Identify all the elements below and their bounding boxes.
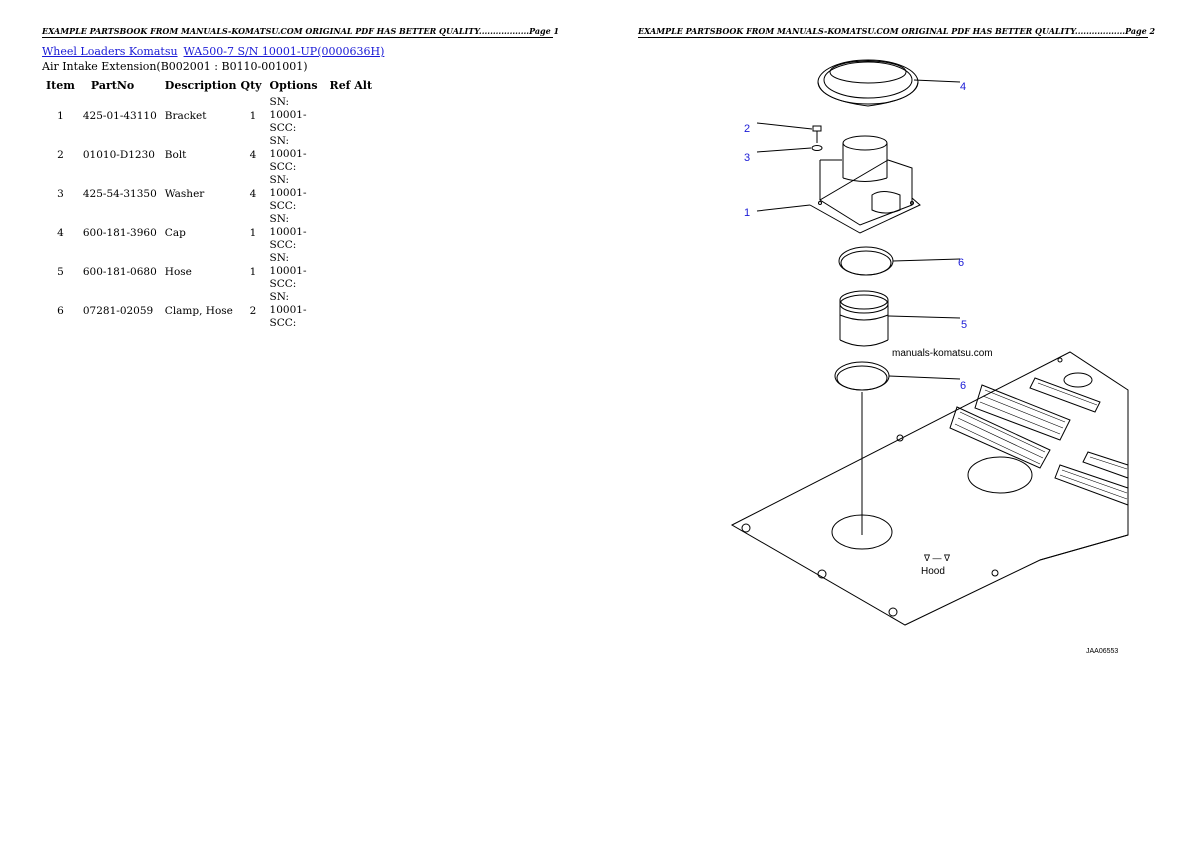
callout-2: 2 bbox=[744, 123, 750, 135]
cell-partno: 01010-D1230 bbox=[82, 148, 155, 161]
cell-ref-alt bbox=[326, 174, 377, 213]
parts-table: Item PartNo Description Qty Options Ref … bbox=[42, 76, 376, 330]
breadcrumb-link-wheel-loaders[interactable]: Wheel Loaders Komatsu bbox=[42, 45, 178, 58]
table-row: 2 01010-D1230 Bolt 4 SN: 10001-SCC: bbox=[42, 135, 376, 174]
cell-qty: 1 bbox=[249, 226, 257, 239]
cell-options: SN: 10001-SCC: bbox=[269, 213, 307, 251]
hose-part bbox=[839, 290, 961, 347]
cell-options: SN: 10001-SCC: bbox=[269, 291, 307, 329]
callout-5: 5 bbox=[961, 319, 967, 331]
callout-6-lower: 6 bbox=[960, 380, 966, 392]
cell-qty: 2 bbox=[249, 304, 257, 317]
col-options: Options bbox=[269, 78, 318, 92]
page-title: Air Intake Extension(B002001 : B0110-001… bbox=[42, 60, 308, 73]
cell-partno: 425-01-43110 bbox=[82, 109, 157, 122]
table-header-row: Item PartNo Description Qty Options Ref … bbox=[42, 76, 376, 96]
table-row: 3 425-54-31350 Washer 4 SN: 10001-SCC: bbox=[42, 174, 376, 213]
cell-item: 2 bbox=[57, 148, 64, 161]
bracket-part bbox=[756, 135, 921, 234]
cell-description: Clamp, Hose bbox=[164, 304, 233, 317]
cell-ref-alt bbox=[326, 291, 377, 330]
figure-id: JAA06553 bbox=[1086, 648, 1118, 655]
exploded-parts-diagram: 4 2 3 1 6 5 6 manuals-komatsu.com ∇ — ∇ … bbox=[730, 59, 1129, 655]
table-row: 5 600-181-0680 Hose 1 SN: 10001-SCC: bbox=[42, 252, 376, 291]
table-row: 4 600-181-3960 Cap 1 SN: 10001-SCC: bbox=[42, 213, 376, 252]
cell-partno: 07281-02059 bbox=[82, 304, 154, 317]
callout-4: 4 bbox=[960, 81, 966, 93]
callout-6-upper: 6 bbox=[958, 257, 964, 269]
breadcrumb: Wheel Loaders Komatsu WA500-7 S/N 10001-U… bbox=[42, 45, 384, 58]
cell-options: SN: 10001-SCC: bbox=[269, 174, 307, 212]
cell-qty: 4 bbox=[249, 148, 257, 161]
page-header-1: EXAMPLE PARTSBOOK FROM MANUALS-KOMATSU.C… bbox=[42, 26, 560, 38]
cell-description: Bracket bbox=[164, 109, 207, 122]
cell-description: Cap bbox=[164, 226, 186, 239]
cell-ref-alt bbox=[326, 96, 377, 135]
cell-item: 1 bbox=[57, 109, 64, 122]
cell-options: SN: 10001-SCC: bbox=[269, 135, 307, 173]
hood-label: Hood bbox=[921, 566, 945, 577]
cell-item: 6 bbox=[57, 304, 64, 317]
col-qty: Qty bbox=[240, 78, 262, 92]
watermark: manuals-komatsu.com bbox=[892, 348, 993, 359]
cell-options: SN: 10001-SCC: bbox=[269, 96, 307, 134]
cap-part bbox=[817, 59, 961, 107]
table-row: 6 07281-02059 Clamp, Hose 2 SN: 10001-SC… bbox=[42, 291, 376, 330]
cell-ref-alt bbox=[326, 252, 377, 291]
cell-item: 4 bbox=[57, 226, 64, 239]
col-partno: PartNo bbox=[90, 78, 135, 92]
cell-partno: 600-181-0680 bbox=[82, 265, 157, 278]
cell-partno: 425-54-31350 bbox=[82, 187, 157, 200]
hood-label-top: ∇ — ∇ bbox=[923, 553, 951, 563]
clamp-lower-part bbox=[834, 361, 961, 535]
cell-partno: 600-181-3960 bbox=[82, 226, 157, 239]
cell-qty: 4 bbox=[249, 187, 257, 200]
callout-1: 1 bbox=[744, 207, 750, 219]
page-header-2: EXAMPLE PARTSBOOK FROM MANUALS-KOMATSU.C… bbox=[638, 26, 1156, 38]
cell-item: 3 bbox=[57, 187, 64, 200]
cell-item: 5 bbox=[57, 265, 64, 278]
cell-description: Hose bbox=[164, 265, 192, 278]
callout-3: 3 bbox=[744, 152, 750, 164]
col-ref-alt: Ref Alt bbox=[329, 78, 373, 92]
col-description: Description bbox=[164, 78, 237, 92]
cell-options: SN: 10001-SCC: bbox=[269, 252, 307, 290]
breadcrumb-link-model[interactable]: WA500-7 S/N 10001-UP(0000636H) bbox=[183, 45, 385, 58]
cell-ref-alt bbox=[326, 135, 377, 174]
cell-description: Bolt bbox=[164, 148, 187, 161]
clamp-upper-part bbox=[838, 246, 961, 276]
bolt-washer-part bbox=[756, 122, 823, 153]
table-row: 1 425-01-43110 Bracket 1 SN: 10001-SCC: bbox=[42, 96, 376, 135]
cell-description: Washer bbox=[164, 187, 205, 200]
col-item: Item bbox=[46, 78, 75, 92]
cell-qty: 1 bbox=[249, 109, 257, 122]
hood-panel bbox=[730, 351, 1129, 626]
cell-qty: 1 bbox=[249, 265, 257, 278]
hood-vent-hatching bbox=[954, 382, 1128, 500]
cell-ref-alt bbox=[326, 213, 377, 252]
